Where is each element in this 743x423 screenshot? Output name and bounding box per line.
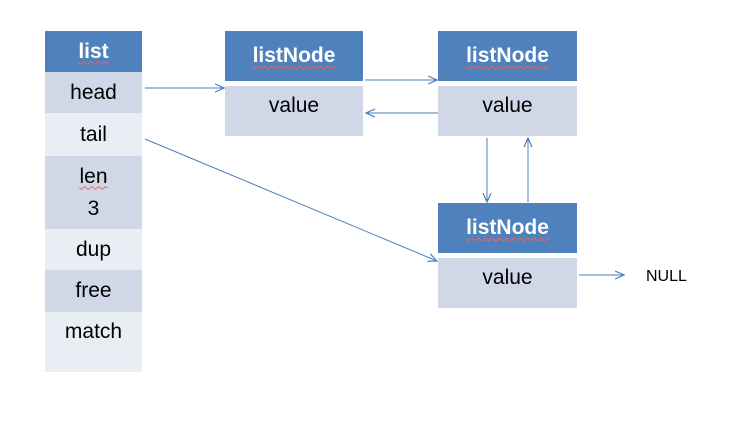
node-1-value: value: [225, 86, 363, 136]
len-value: 3: [87, 196, 100, 220]
node-2-header: listNode: [438, 31, 577, 81]
list-field-len: len 3: [45, 156, 142, 229]
arrow-tail-to-node3: [144, 138, 437, 261]
null-label: NULL: [646, 268, 687, 285]
list-field-match: match: [45, 312, 142, 372]
node-3-header: listNode: [438, 203, 577, 253]
list-field-tail: tail: [45, 113, 142, 156]
list-header: list: [45, 31, 142, 72]
list-field-dup: dup: [45, 229, 142, 270]
list-field-head: head: [45, 72, 142, 113]
list-field-free: free: [45, 270, 142, 312]
node-1-header: listNode: [225, 31, 363, 81]
node-2-value: value: [438, 86, 577, 136]
len-label: len: [79, 164, 108, 188]
node-3-value: value: [438, 258, 577, 308]
